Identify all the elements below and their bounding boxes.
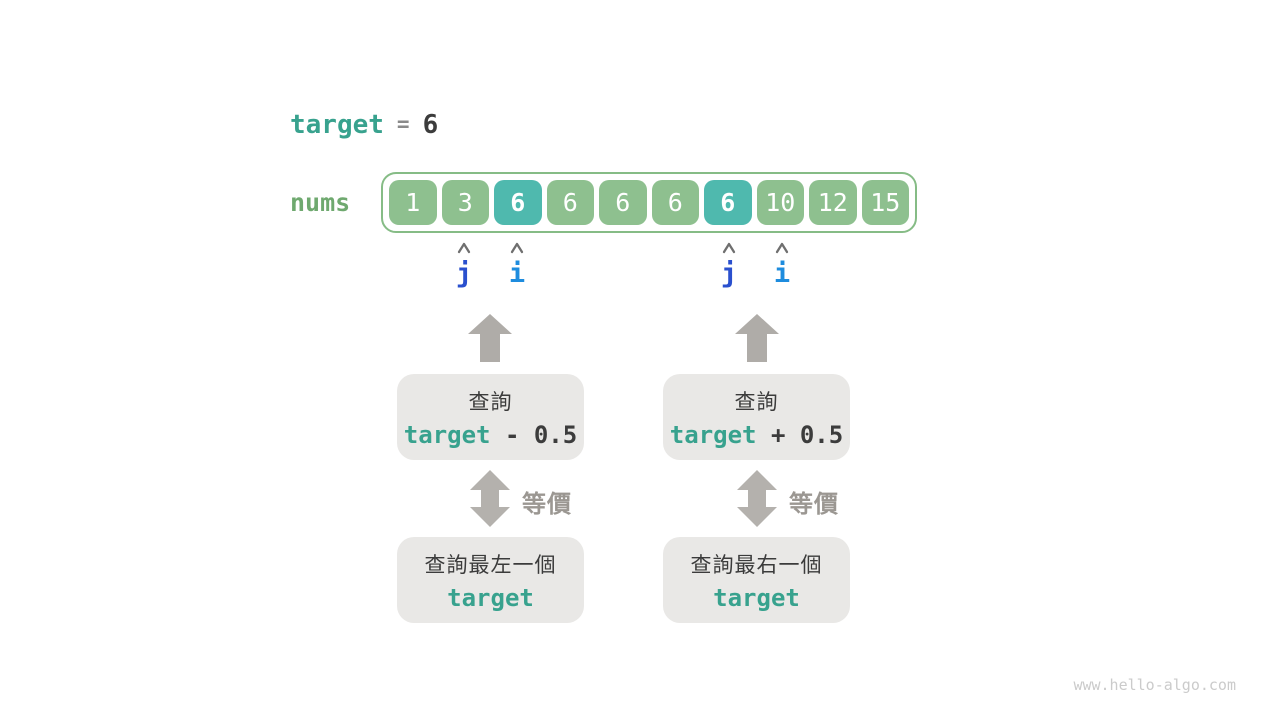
pointer-label: j xyxy=(720,258,738,289)
equivalence-label-left: 等價 xyxy=(522,491,572,518)
query-box-left: 查詢 target - 0.5 xyxy=(397,374,584,460)
array-cell: 10 xyxy=(756,180,804,225)
query-expression: target + 0.5 xyxy=(670,421,843,449)
expression-suffix: + 0.5 xyxy=(756,420,844,449)
caret-up-icon xyxy=(775,242,789,254)
pointer-j-right: j xyxy=(713,241,745,289)
query-text: 查詢 xyxy=(468,390,513,414)
pointer-j-left: j xyxy=(448,241,480,289)
result-box-left: 查詢最左一個 target xyxy=(397,537,584,623)
double-arrow-icon xyxy=(737,470,777,527)
query-text: 查詢 xyxy=(734,390,779,414)
target-keyword: target xyxy=(713,583,800,612)
array-cell: 6 xyxy=(651,180,699,225)
result-box-right: 查詢最右一個 target xyxy=(663,537,850,623)
double-arrow-icon xyxy=(470,470,510,527)
up-arrow-icon xyxy=(468,314,512,362)
target-value: 6 xyxy=(422,110,439,140)
result-text: 查詢最左一個 xyxy=(424,553,557,577)
result-text: 查詢最右一個 xyxy=(690,553,823,577)
target-equation: target = 6 xyxy=(290,110,438,140)
array-cell-highlighted: 6 xyxy=(494,180,542,225)
result-expression: target xyxy=(713,584,800,612)
pointer-i-right: i xyxy=(766,241,798,289)
equals-sign: = xyxy=(396,112,410,136)
target-keyword: target xyxy=(403,420,491,449)
target-keyword: target xyxy=(447,583,534,612)
pointer-label: i xyxy=(773,258,791,289)
array-cell: 15 xyxy=(861,180,909,225)
up-arrow-icon xyxy=(735,314,779,362)
query-box-right: 查詢 target + 0.5 xyxy=(663,374,850,460)
array-cell: 3 xyxy=(441,180,489,225)
nums-label: nums xyxy=(290,188,351,217)
array-cell: 12 xyxy=(809,180,857,225)
target-variable: target xyxy=(290,110,384,140)
array-cell: 1 xyxy=(389,180,437,225)
caret-up-icon xyxy=(722,242,736,254)
caret-up-icon xyxy=(457,242,471,254)
watermark: www.hello-algo.com xyxy=(1073,676,1236,694)
result-expression: target xyxy=(447,584,534,612)
caret-up-icon xyxy=(510,242,524,254)
array-cell: 6 xyxy=(546,180,594,225)
equivalence-label-right: 等價 xyxy=(789,491,839,518)
target-keyword: target xyxy=(669,420,757,449)
pointer-label: j xyxy=(455,258,473,289)
expression-suffix: - 0.5 xyxy=(490,420,578,449)
array-cell: 6 xyxy=(599,180,647,225)
array-cell-highlighted: 6 xyxy=(704,180,752,225)
query-expression: target - 0.5 xyxy=(404,421,577,449)
pointer-label: i xyxy=(508,258,526,289)
pointer-i-left: i xyxy=(501,241,533,289)
